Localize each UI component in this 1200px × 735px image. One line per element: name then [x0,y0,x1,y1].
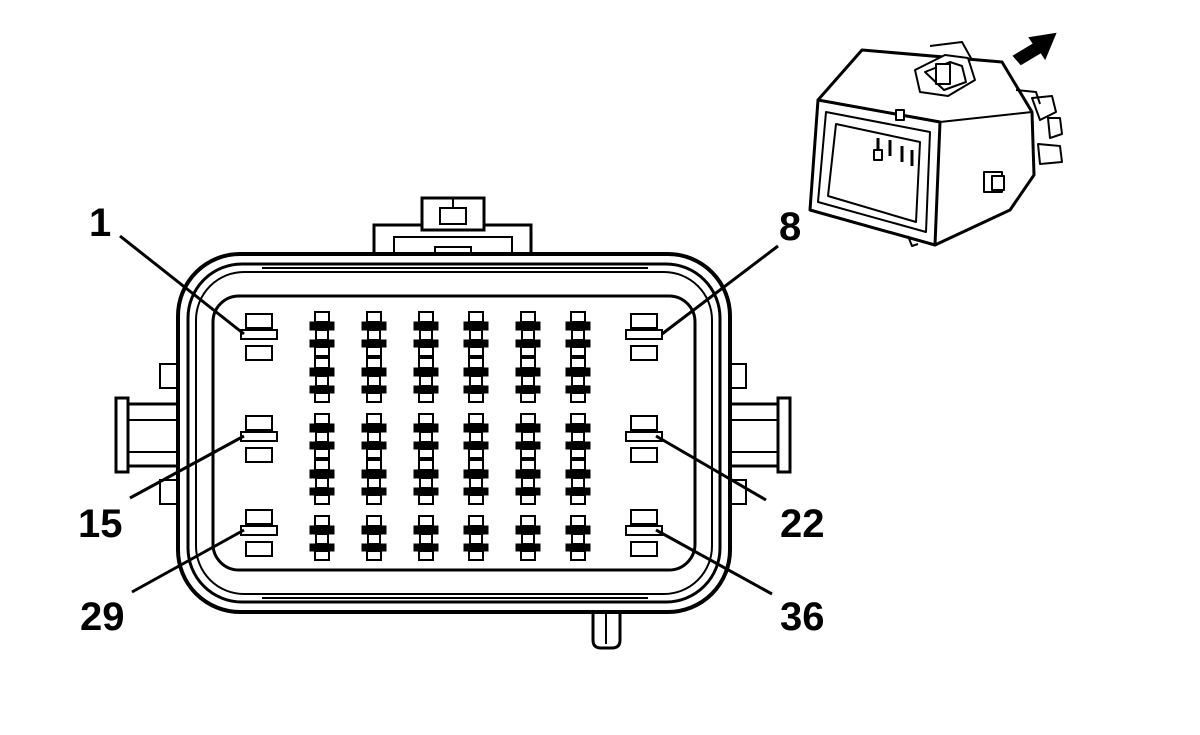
direction-arrow-icon [1012,32,1057,66]
pin-terminal [515,311,541,357]
leader-line-15 [129,434,245,500]
pin-terminal [361,459,387,505]
right-ear [726,363,792,505]
pin-terminal [413,459,439,505]
pin-label-8: 8 [779,205,801,249]
pin-terminal [515,413,541,459]
leader-line-1 [119,234,245,336]
pin-label-22: 22 [780,502,825,546]
pin-terminal [463,459,489,505]
leader-lines [119,234,779,596]
pin-label-15: 15 [78,502,123,546]
pin-terminal [463,311,489,357]
pin-terminal [463,515,489,561]
pin-terminal [361,311,387,357]
pin-cavity-large [625,313,663,361]
pin-label-1: 1 [89,201,111,245]
pin-cavity-large [625,415,663,463]
leader-line-36 [655,528,773,596]
pin-terminal [413,413,439,459]
pin-terminal [309,515,335,561]
pin-terminal [515,515,541,561]
pin-terminal [413,515,439,561]
leader-line-8 [661,244,779,336]
pin-label-29: 29 [80,595,125,639]
leader-line-22 [655,434,767,502]
pin-terminal [413,311,439,357]
pin-terminal [515,459,541,505]
left-ear [114,363,185,505]
pin-label-36: 36 [780,595,825,639]
pin-terminal [565,459,591,505]
pin-cavity-large [240,415,278,463]
pin-terminal [309,459,335,505]
pin-terminal [565,357,591,403]
pin-terminal [309,413,335,459]
leader-line-29 [131,528,245,594]
bottom-tab [591,605,622,650]
pin-terminal [565,515,591,561]
pin-grid [240,311,663,561]
pin-cavity-large [240,509,278,557]
pin-terminal [565,311,591,357]
connector-face [114,196,792,650]
pin-terminal [463,357,489,403]
pin-terminal [463,413,489,459]
pin-cavity-large [240,313,278,361]
top-latch [372,196,533,258]
pin-terminal [361,357,387,403]
pin-cavity [211,294,697,572]
housing-rim [186,262,722,604]
pin-terminal [309,357,335,403]
connector-isometric-view [808,41,1063,247]
pin-terminal [361,413,387,459]
pin-terminal [515,357,541,403]
pin-terminal [309,311,335,357]
pin-terminal [413,357,439,403]
pin-terminal [361,515,387,561]
pin-terminal [565,413,591,459]
housing-rim-inner [195,271,713,595]
pin-cavity-large [625,509,663,557]
